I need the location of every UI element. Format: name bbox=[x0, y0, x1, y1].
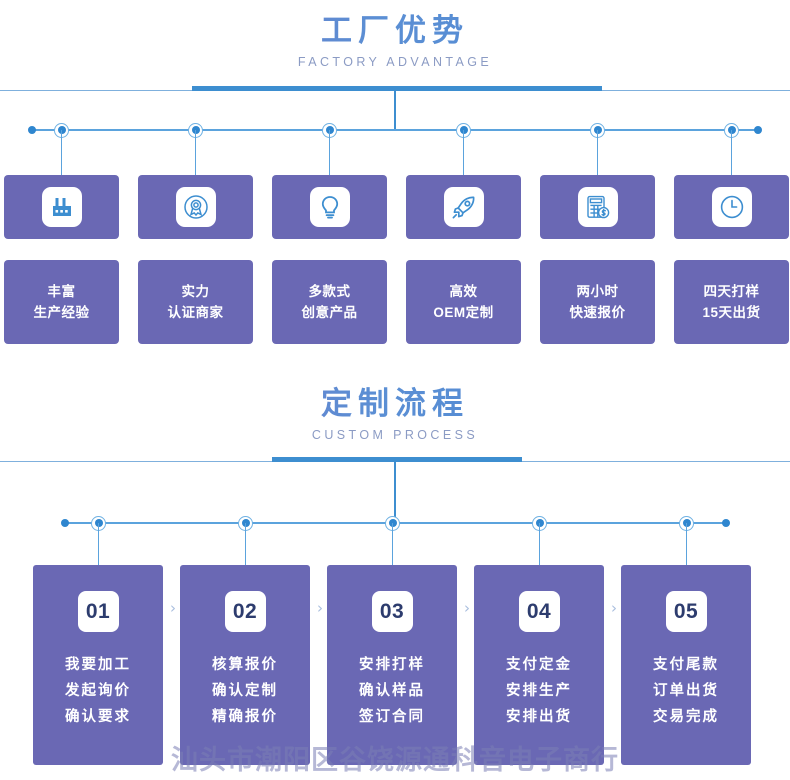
step-3-number: 03 bbox=[371, 591, 413, 632]
section-2-stem-4 bbox=[538, 523, 541, 565]
section-1-timeline-cap-right bbox=[754, 126, 762, 134]
section-2-stem-5 bbox=[685, 523, 688, 565]
section-1-heading: 工厂优势 FACTORY ADVANTAGE bbox=[0, 12, 790, 72]
advantage-5-line1: 两小时 bbox=[576, 284, 619, 299]
advantage-icon-5 bbox=[540, 175, 655, 239]
step-1-number: 01 bbox=[77, 591, 119, 632]
step-5-lines: 支付尾款 订单出货 交易完成 bbox=[653, 652, 719, 730]
process-step-1[interactable]: 01 我要加工 发起询价 确认要求 bbox=[33, 565, 163, 765]
advantage-1-line2: 生产经验 bbox=[33, 305, 90, 320]
step-5-line3: 交易完成 bbox=[653, 709, 719, 725]
step-3-lines: 安排打样 确认样品 签订合同 bbox=[359, 652, 425, 730]
step-arrow-2: › bbox=[317, 599, 323, 617]
section-1-stem-2 bbox=[194, 130, 197, 175]
calculator-icon bbox=[577, 187, 618, 227]
advantage-6-line1: 四天打样 bbox=[703, 284, 760, 299]
advantage-6-line2: 15天出货 bbox=[702, 305, 761, 320]
section-1-stem-1 bbox=[60, 130, 63, 175]
factory-icon bbox=[41, 187, 82, 227]
section-2-title-cn: 定制流程 bbox=[0, 385, 790, 423]
process-step-2[interactable]: 02 核算报价 确认定制 精确报价 bbox=[180, 565, 310, 765]
step-5-line2: 订单出货 bbox=[653, 683, 719, 699]
step-2-lines: 核算报价 确认定制 精确报价 bbox=[212, 652, 278, 730]
step-1-line3: 确认要求 bbox=[65, 709, 131, 725]
process-step-3[interactable]: 03 安排打样 确认样品 签订合同 bbox=[327, 565, 457, 765]
advantage-2-line1: 实力 bbox=[181, 284, 210, 299]
section-1-rule-thick bbox=[192, 86, 602, 91]
advantage-5-line2: 快速报价 bbox=[569, 305, 626, 320]
process-step-4[interactable]: 04 支付定金 安排生产 安排出货 bbox=[474, 565, 604, 765]
rocket-icon bbox=[443, 187, 484, 227]
advantage-icon-3 bbox=[272, 175, 387, 239]
section-1-stem-6 bbox=[730, 130, 733, 175]
advantage-icon-6 bbox=[674, 175, 789, 239]
section-2-title-en: CUSTOM PROCESS bbox=[311, 428, 479, 442]
badge-icon bbox=[175, 187, 216, 227]
advantage-card-1[interactable]: 丰富 生产经验 bbox=[4, 260, 119, 344]
section-2-timeline-cap-left bbox=[61, 519, 69, 527]
step-arrow-1: › bbox=[170, 599, 176, 617]
advantage-icon-2 bbox=[138, 175, 253, 239]
step-3-line1: 安排打样 bbox=[359, 657, 425, 673]
process-step-5[interactable]: 05 支付尾款 订单出货 交易完成 bbox=[621, 565, 751, 765]
step-2-line2: 确认定制 bbox=[212, 683, 278, 699]
step-5-number: 05 bbox=[665, 591, 707, 632]
section-2-stem-3 bbox=[391, 523, 394, 565]
step-4-line2: 安排生产 bbox=[506, 683, 572, 699]
advantage-card-2[interactable]: 实力 认证商家 bbox=[138, 260, 253, 344]
section-2-rule-thick bbox=[272, 457, 522, 462]
advantage-card-3[interactable]: 多款式 创意产品 bbox=[272, 260, 387, 344]
clock-icon bbox=[711, 187, 752, 227]
section-2-timeline-cap-right bbox=[722, 519, 730, 527]
section-1-stem-3 bbox=[328, 130, 331, 175]
step-2-line1: 核算报价 bbox=[212, 657, 278, 673]
step-2-number: 02 bbox=[224, 591, 266, 632]
step-4-number: 04 bbox=[518, 591, 560, 632]
step-3-line2: 确认样品 bbox=[359, 683, 425, 699]
step-2-line3: 精确报价 bbox=[212, 709, 278, 725]
section-2-stem-1 bbox=[97, 523, 100, 565]
section-1-title-cn: 工厂优势 bbox=[0, 12, 790, 50]
advantage-card-4[interactable]: 高效 OEM定制 bbox=[406, 260, 521, 344]
advantage-2-line2: 认证商家 bbox=[167, 305, 224, 320]
section-1-stem-5 bbox=[596, 130, 599, 175]
section-1-timeline-cap-left bbox=[28, 126, 36, 134]
advantage-icon-4 bbox=[406, 175, 521, 239]
section-2-drop-line bbox=[394, 461, 396, 523]
step-1-line1: 我要加工 bbox=[65, 657, 131, 673]
section-1-timeline bbox=[32, 129, 758, 131]
step-arrow-3: › bbox=[464, 599, 470, 617]
advantage-icon-1 bbox=[4, 175, 119, 239]
advantage-3-line2: 创意产品 bbox=[301, 305, 358, 320]
step-4-line3: 安排出货 bbox=[506, 709, 572, 725]
section-1-drop-line bbox=[394, 90, 396, 130]
step-arrow-4: › bbox=[611, 599, 617, 617]
lightbulb-icon bbox=[309, 187, 350, 227]
advantage-4-line1: 高效 bbox=[449, 284, 478, 299]
advantage-4-line2: OEM定制 bbox=[433, 305, 494, 320]
section-2-heading: 定制流程 CUSTOM PROCESS bbox=[0, 385, 790, 445]
step-1-lines: 我要加工 发起询价 确认要求 bbox=[65, 652, 131, 730]
step-5-line1: 支付尾款 bbox=[653, 657, 719, 673]
section-1-stem-4 bbox=[462, 130, 465, 175]
advantage-3-line1: 多款式 bbox=[308, 284, 351, 299]
step-1-line2: 发起询价 bbox=[65, 683, 131, 699]
advantage-card-6[interactable]: 四天打样 15天出货 bbox=[674, 260, 789, 344]
step-4-line1: 支付定金 bbox=[506, 657, 572, 673]
advantage-card-5[interactable]: 两小时 快速报价 bbox=[540, 260, 655, 344]
advantage-1-line1: 丰富 bbox=[47, 284, 76, 299]
step-4-lines: 支付定金 安排生产 安排出货 bbox=[506, 652, 572, 730]
section-2-stem-2 bbox=[244, 523, 247, 565]
step-3-line3: 签订合同 bbox=[359, 709, 425, 725]
section-1-title-en: FACTORY ADVANTAGE bbox=[297, 55, 493, 69]
